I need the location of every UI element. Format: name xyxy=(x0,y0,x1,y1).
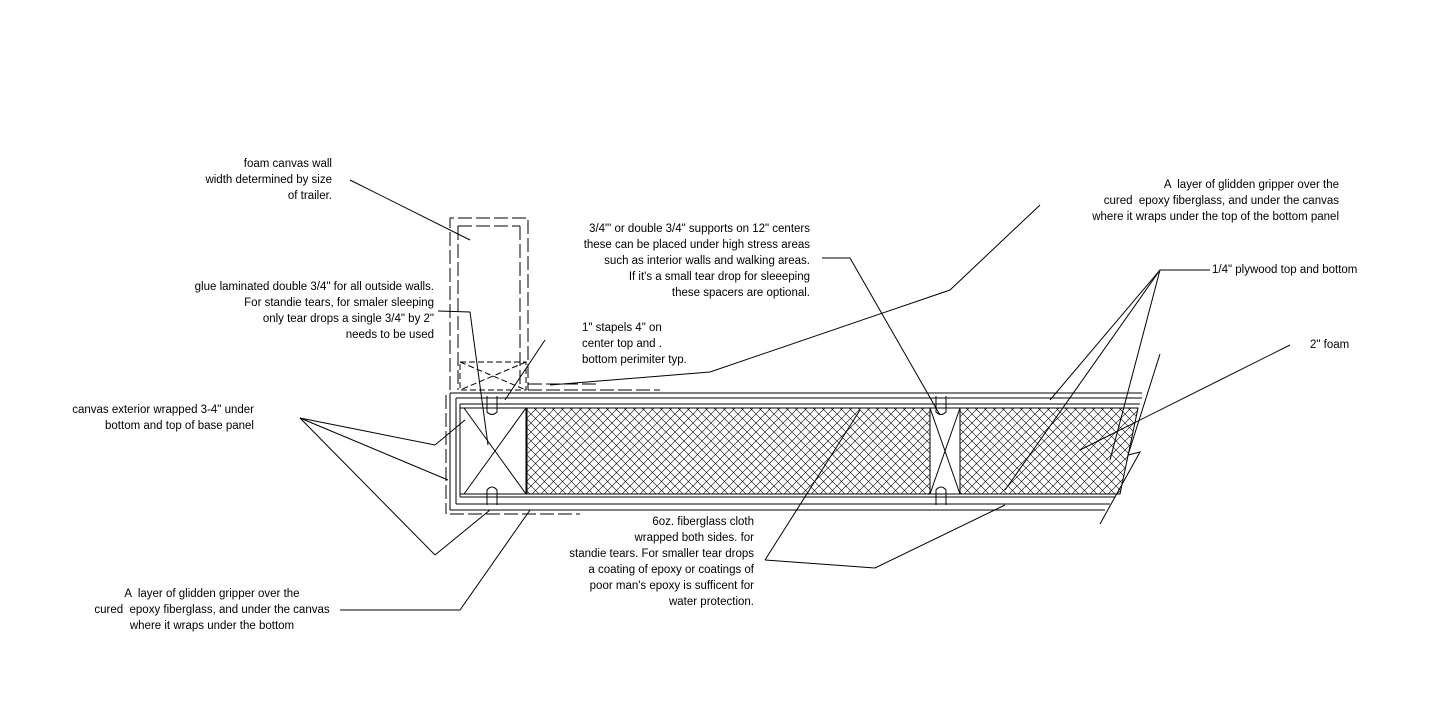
top-plate-block xyxy=(460,362,526,390)
foam-note: 2" foam xyxy=(1310,339,1350,351)
glue-laminated-note: glue laminated double 3/4" for all outsi… xyxy=(194,281,434,341)
foam-wall-note: foam canvas wall width determined by siz… xyxy=(205,158,332,202)
edge-perimeter-block xyxy=(460,408,526,494)
plywood-note: 1/4" plywood top and bottom xyxy=(1212,264,1358,276)
supports-note: 3/4"' or double 3/4" supports on 12" cen… xyxy=(583,223,810,299)
staple xyxy=(487,396,946,505)
gripper-bottom-note: A layer of glidden gripper over the cure… xyxy=(94,588,330,632)
fiberglass-note: 6oz. fiberglass cloth wrapped both sides… xyxy=(569,516,754,608)
foam-canvas-wall xyxy=(450,218,528,390)
gripper-top-note: A layer of glidden gripper over the cure… xyxy=(1092,179,1339,223)
staples-note: 1" stapels 4" on center top and . bottom… xyxy=(582,322,687,366)
support-spacer xyxy=(930,408,960,494)
leader-lines xyxy=(300,180,1290,610)
foam-core xyxy=(527,408,930,494)
canvas-exterior-note: canvas exterior wrapped 3-4" under botto… xyxy=(72,404,254,432)
foam-core-right xyxy=(960,408,1138,494)
